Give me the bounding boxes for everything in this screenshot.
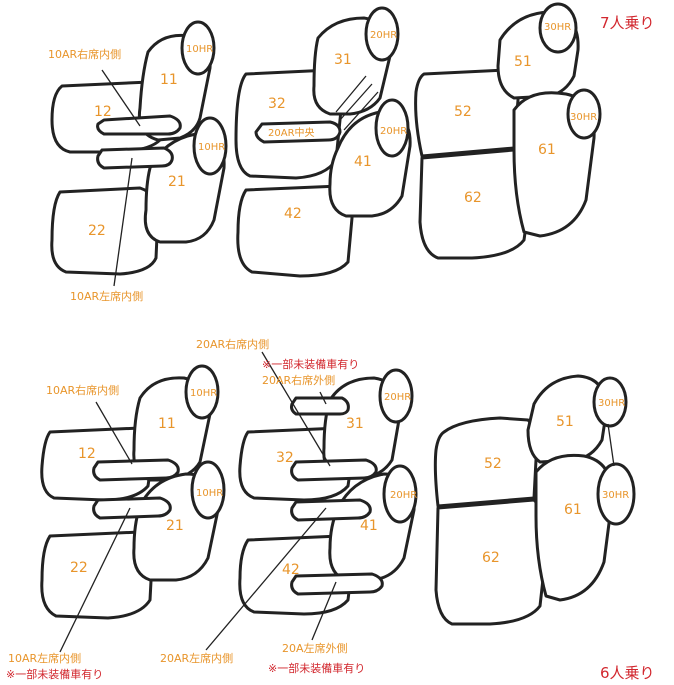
b-note-20ar-left-outer-warning: ※一部未装備車有り — [268, 661, 365, 675]
note-10ar-right: 10AR右席内側 — [48, 47, 121, 61]
layout-title-7: 7人乗り — [600, 14, 655, 32]
row3-group-6: 52 62 51 30HR 61 30HR — [433, 374, 636, 626]
armrest-20-center-outline — [254, 120, 342, 144]
b-armrest-10-left-outline — [92, 496, 172, 520]
row1-group-6: 12 11 10HR 22 21 10HR 10AR右席内側 10AR左席内側 … — [6, 364, 226, 681]
row1-group: 12 11 10HR 22 21 10HR 10AR右席内側 10AR左席内側 — [48, 20, 228, 303]
headrest-61-label: 30HR — [570, 112, 597, 123]
headrest-41-label: 20HR — [380, 126, 407, 137]
b-armrest-20-right-inner-outline — [290, 458, 378, 482]
b-seat-12-label: 12 — [78, 446, 96, 462]
b-leader-20ar-left — [205, 507, 327, 651]
b-headrest-51-label: 30HR — [598, 398, 625, 409]
b-note-20ar-right-outer-warning: ※一部未装備車有り — [262, 357, 359, 371]
b-headrest-31-label: 20HR — [384, 392, 411, 403]
b-headrest-21-outline — [190, 460, 226, 520]
b-note-20ar-right: 20AR右席内側 — [196, 337, 269, 351]
b-headrest-51-outline — [592, 376, 628, 428]
b-armrest-20-left-inner-outline — [290, 498, 372, 522]
note-10ar-left: 10AR左席内側 — [70, 289, 143, 303]
b-seat-21-label: 21 — [166, 518, 184, 534]
seat-31-label: 31 — [334, 52, 352, 68]
headrest-51-outline — [538, 2, 578, 54]
b-seat-32-label: 32 — [276, 450, 294, 466]
b-note-10ar-right: 10AR右席内側 — [46, 383, 119, 397]
b-seat-51-outline — [526, 374, 608, 464]
seat-11-label: 11 — [160, 72, 178, 88]
b-armrest-20-left-outer-outline — [290, 572, 384, 596]
b-headrest-61-outline — [596, 462, 636, 526]
b-note-20ar-left-outer: 20A左席外側 — [282, 641, 348, 655]
b-seat-11-label: 11 — [158, 416, 176, 432]
b-armrest-20-right-outer-outline — [290, 396, 350, 416]
seat-32-label: 32 — [268, 96, 286, 112]
b-headrest-11-label: 10HR — [190, 388, 217, 399]
seat-42-label: 42 — [284, 206, 302, 222]
b-seat-61-outline — [534, 453, 614, 602]
row2-group: 32 31 20HR 20AR中央 42 41 20HR — [234, 6, 412, 278]
b-seat-22-label: 22 — [70, 560, 88, 576]
b-note-10ar-left: 10AR左席内側 — [8, 651, 81, 665]
b-seat-31-label: 31 — [346, 416, 364, 432]
b-note-10ar-left-warning: ※一部未装備車有り — [6, 667, 103, 681]
b-seat-41-label: 41 — [360, 518, 378, 534]
b-seat-52-label: 52 — [484, 456, 502, 472]
b-armrest-10-right-outline — [92, 458, 180, 482]
seat-21-label: 21 — [168, 174, 186, 190]
note-20ar-center: 20AR中央 — [268, 126, 315, 139]
seat-61-label: 61 — [538, 142, 556, 158]
b-headrest-21-label: 10HR — [196, 488, 223, 499]
b-leader-10ar-right — [95, 401, 133, 465]
leader-10ar-left — [113, 157, 133, 287]
seat-51-label: 51 — [514, 54, 532, 70]
b-leader-20ar-left-outer — [311, 581, 337, 641]
headrest-31-label: 20HR — [370, 30, 397, 41]
b-note-20ar-left: 20AR左席内側 — [160, 651, 233, 665]
headrest-41-outline — [374, 98, 410, 158]
b-seat-42-label: 42 — [282, 562, 300, 578]
b-seat-62-label: 62 — [482, 550, 500, 566]
headrest-21-label: 10HR — [198, 142, 225, 153]
headrest-51-label: 30HR — [544, 22, 571, 33]
b-leader-10ar-left — [59, 507, 131, 653]
headrest-61-outline — [566, 88, 602, 140]
headrest-11-label: 10HR — [186, 44, 213, 55]
headrest-31-outline — [364, 6, 400, 62]
b-headrest-link — [607, 423, 615, 467]
b-headrest-31-outline — [378, 368, 414, 424]
b-leader-20ar-right-outer — [319, 391, 327, 405]
b-leader-20ar-right — [261, 351, 331, 467]
seat-52-label: 52 — [454, 104, 472, 120]
b-headrest-41-outline — [382, 464, 418, 524]
headrest-11-outline — [180, 20, 216, 76]
b-headrest-41-label: 20HR — [390, 490, 417, 501]
seat-12-label: 12 — [94, 104, 112, 120]
armrest-10-left-outline — [96, 146, 174, 170]
b-headrest-11-outline — [184, 364, 220, 420]
b-seat-61-label: 61 — [564, 502, 582, 518]
row3-group: 52 62 51 30HR 61 30HR — [414, 2, 602, 260]
seat-22-label: 22 — [88, 223, 106, 239]
layout-7-seater: 7人乗り 12 11 10HR 22 21 10HR 10AR右席内側 10AR… — [48, 2, 655, 303]
b-seat-51-label: 51 — [556, 414, 574, 430]
row2-group-6: 32 31 20HR 42 41 20HR 20AR右席内側 ※一部未装備車有り… — [160, 337, 418, 675]
seat-62-label: 62 — [464, 190, 482, 206]
b-headrest-61-label: 30HR — [602, 490, 629, 501]
b-note-20ar-right-outer: 20AR右席外側 — [262, 373, 335, 387]
layout-6-seater: 6人乗り 12 11 10HR 22 21 10HR 10AR右席内側 10AR… — [6, 337, 655, 682]
leader-10ar-right — [101, 69, 141, 127]
center-folding-lines — [335, 75, 379, 131]
seat-41-label: 41 — [354, 154, 372, 170]
layout-title-6: 6人乗り — [600, 664, 655, 682]
headrest-21-outline — [192, 116, 228, 176]
